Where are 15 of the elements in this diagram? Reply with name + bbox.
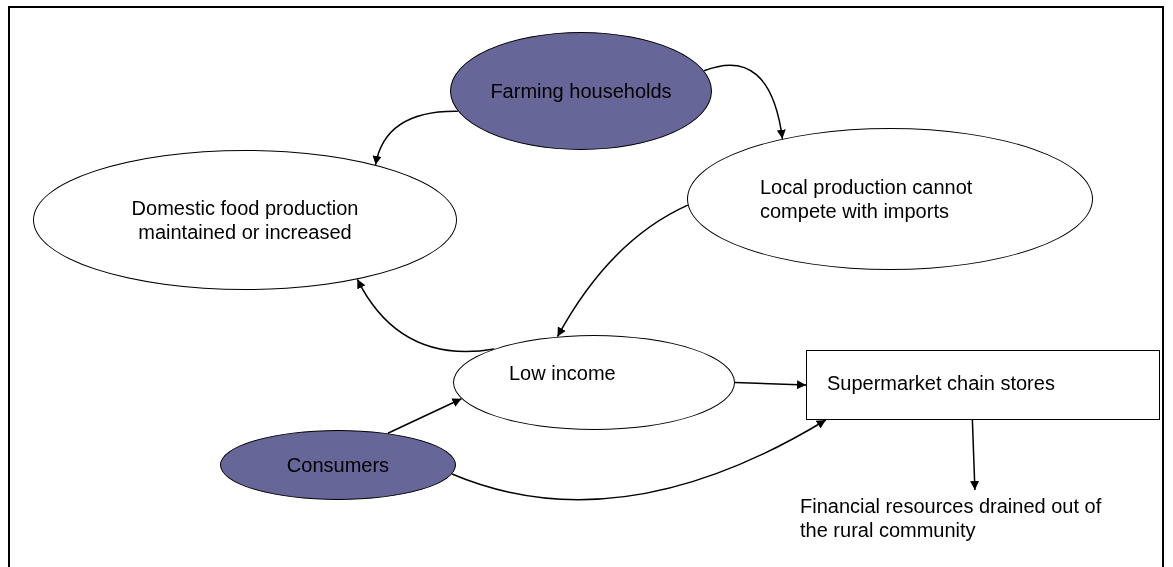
arrow — [451, 419, 827, 501]
node-label: Supermarket chain stores — [827, 371, 1055, 395]
node-label: Domestic food production maintained or increased — [130, 196, 360, 244]
node-label: Farming households — [490, 79, 672, 103]
outcome-text: Financial resources drained out of the rural community — [800, 494, 1103, 542]
node-label: Consumers — [286, 453, 390, 477]
arrow — [356, 278, 496, 353]
process-box — [806, 350, 1160, 420]
arrow — [734, 380, 807, 390]
arrow — [387, 398, 463, 435]
node-label: Local production cannot compete with imports — [760, 175, 974, 223]
node-label: Low income — [509, 360, 616, 385]
arrow — [373, 110, 459, 166]
arrow — [970, 419, 980, 491]
arrow — [703, 64, 786, 140]
